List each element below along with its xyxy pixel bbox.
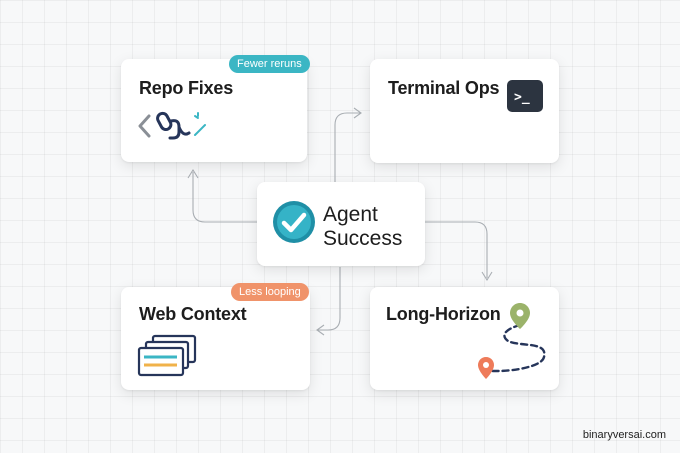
arrow-to-terminal-ops <box>334 112 360 182</box>
fewer-reruns-badge: Fewer reruns <box>229 55 310 73</box>
web-context-title: Web Context <box>139 304 247 324</box>
terminal-icon: >_ <box>507 80 543 117</box>
repo-fixes-title: Repo Fixes <box>139 78 234 98</box>
repo-fixes-card[interactable]: Repo Fixes <box>121 59 307 162</box>
arrow-to-web-context <box>318 267 341 331</box>
terminal-ops-title: Terminal Ops <box>388 78 500 98</box>
watermark[interactable]: binaryversai.com <box>582 429 666 441</box>
terminal-ops-card[interactable]: Terminal Ops >_ <box>370 59 559 163</box>
center-title-line2: Success <box>323 227 403 250</box>
browser-windows-icon <box>137 333 199 382</box>
web-context-card[interactable]: Web Context <box>121 287 310 390</box>
check-icon <box>272 200 316 249</box>
less-looping-badge: Less looping <box>231 283 309 301</box>
agent-success-title: Agent Success <box>323 203 402 251</box>
arrow-to-long-horizon <box>425 221 488 278</box>
route-path-icon <box>474 301 554 390</box>
center-title-line1: Agent <box>323 203 378 226</box>
long-horizon-title: Long-Horizon <box>386 304 501 324</box>
arrow-to-repo-fixes <box>192 172 257 223</box>
long-horizon-card[interactable]: Long-Horizon <box>370 287 559 390</box>
terminal-glyph: >_ <box>514 90 530 105</box>
code-chain-icon <box>137 109 217 148</box>
agent-success-card[interactable]: Agent Success <box>257 182 425 266</box>
